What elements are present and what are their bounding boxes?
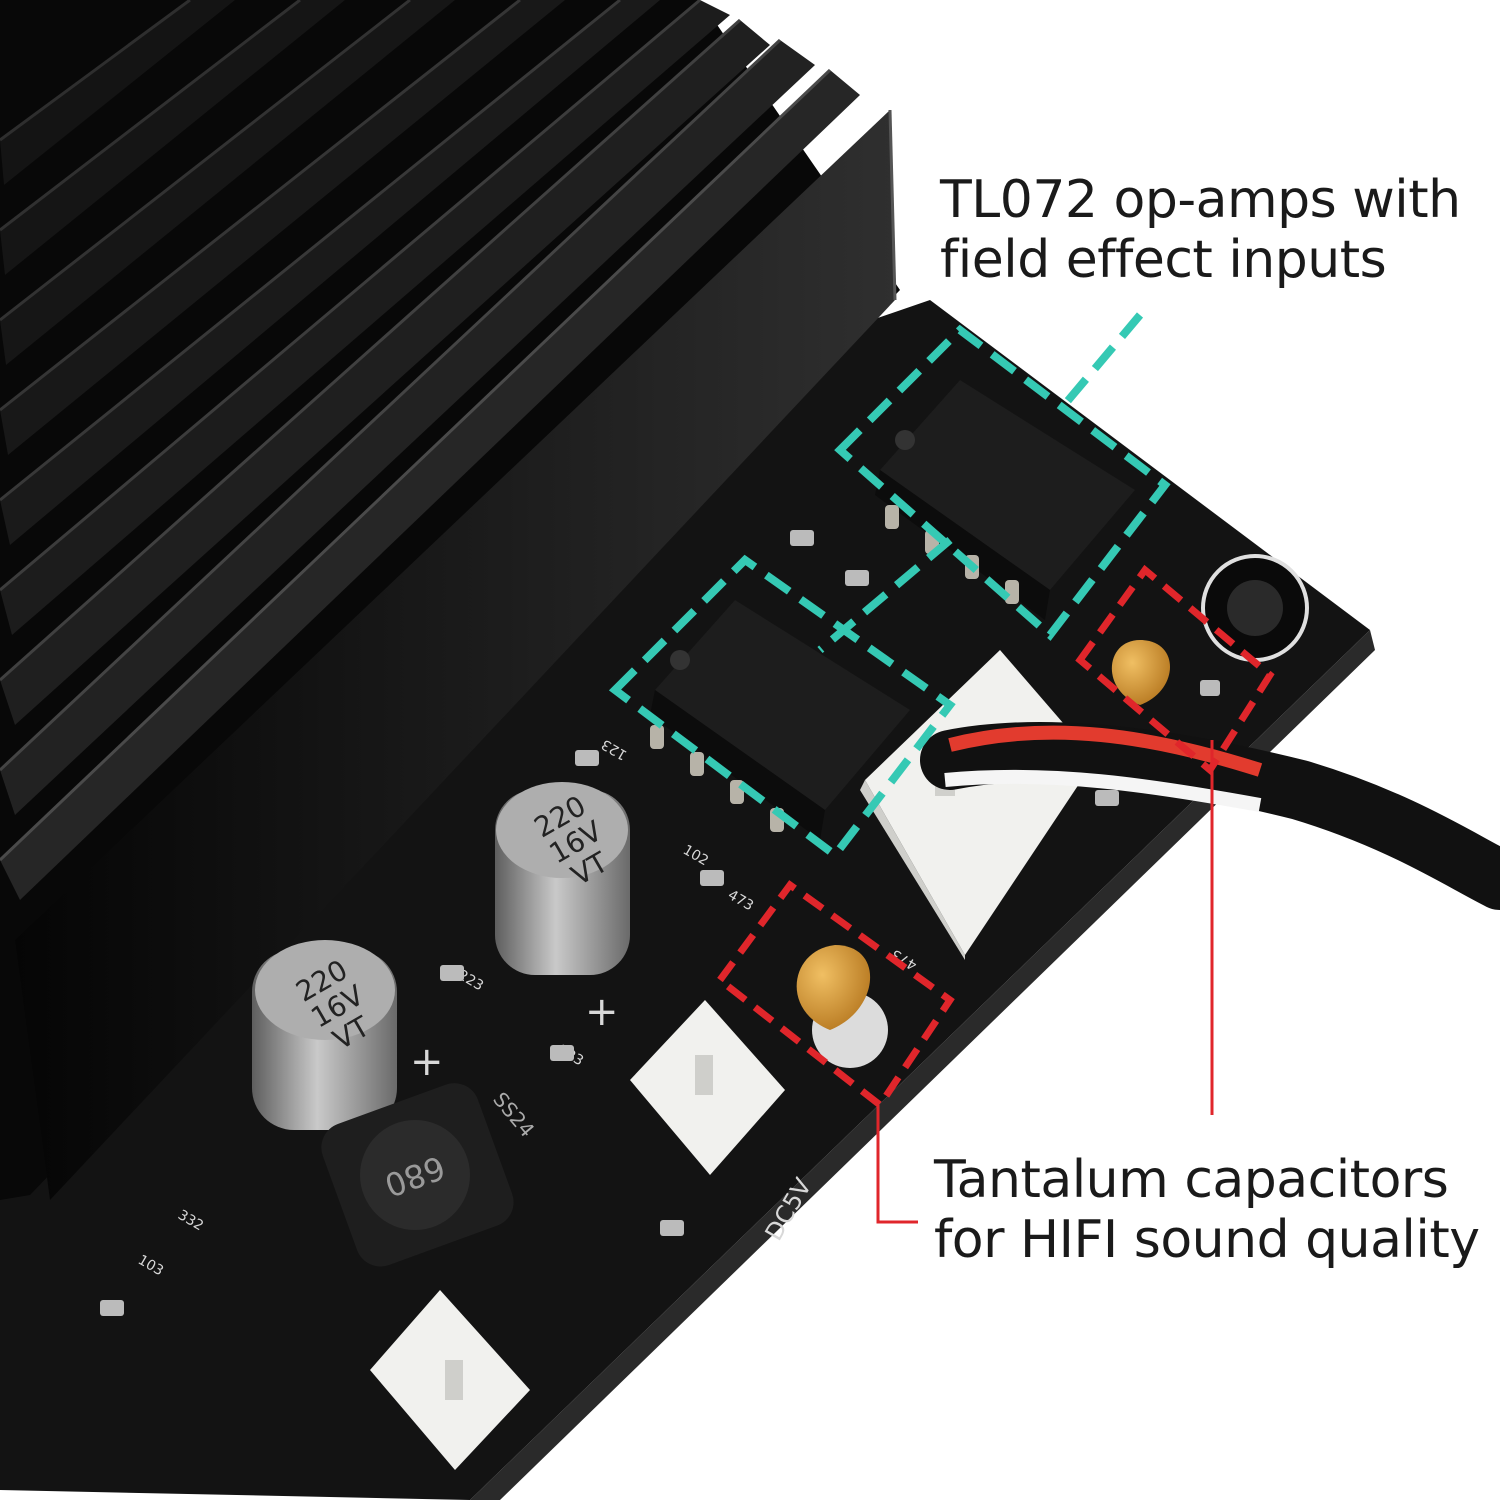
capacitor-callout-line-1: Tantalum capacitors: [934, 1150, 1449, 1210]
mounting-hole: [1201, 554, 1309, 662]
tantalum-capacitor-bottom: [796, 945, 888, 1068]
opamp-callout-line-2: field effect inputs: [940, 230, 1387, 290]
opamp-callout: TL072 op-amps with field effect inputs: [940, 170, 1461, 290]
cable: [920, 721, 1500, 910]
tantalum-highlight: [715, 564, 1275, 1111]
silkscreen-plus-a: +: [585, 989, 619, 1035]
connector-small-b: [370, 1290, 530, 1470]
silkscreen-plus-b: +: [410, 1039, 444, 1085]
opamp-chip-bottom: [650, 600, 910, 840]
opamp-highlight: [608, 312, 1171, 861]
smd-pads: [100, 530, 1220, 1316]
opamp-callout-line-1: TL072 op-amps with: [940, 170, 1461, 230]
inductor: 680 SS24: [321, 1083, 539, 1267]
connector-small-a: [630, 1000, 785, 1175]
capacitor-callout: Tantalum capacitors for HIFI sound quali…: [934, 1150, 1480, 1270]
tantalum-leader-lines: [876, 740, 1214, 1224]
capacitor-callout-line-2: for HIFI sound quality: [934, 1210, 1480, 1270]
heatsink: [0, 0, 900, 1200]
electrolytic-capacitor-a: 220 16V VT: [495, 782, 630, 975]
tantalum-capacitor-top: [1111, 640, 1170, 705]
pcb-edge: [470, 630, 1375, 1500]
electrolytic-capacitor-b: 220 16V VT: [252, 940, 397, 1130]
